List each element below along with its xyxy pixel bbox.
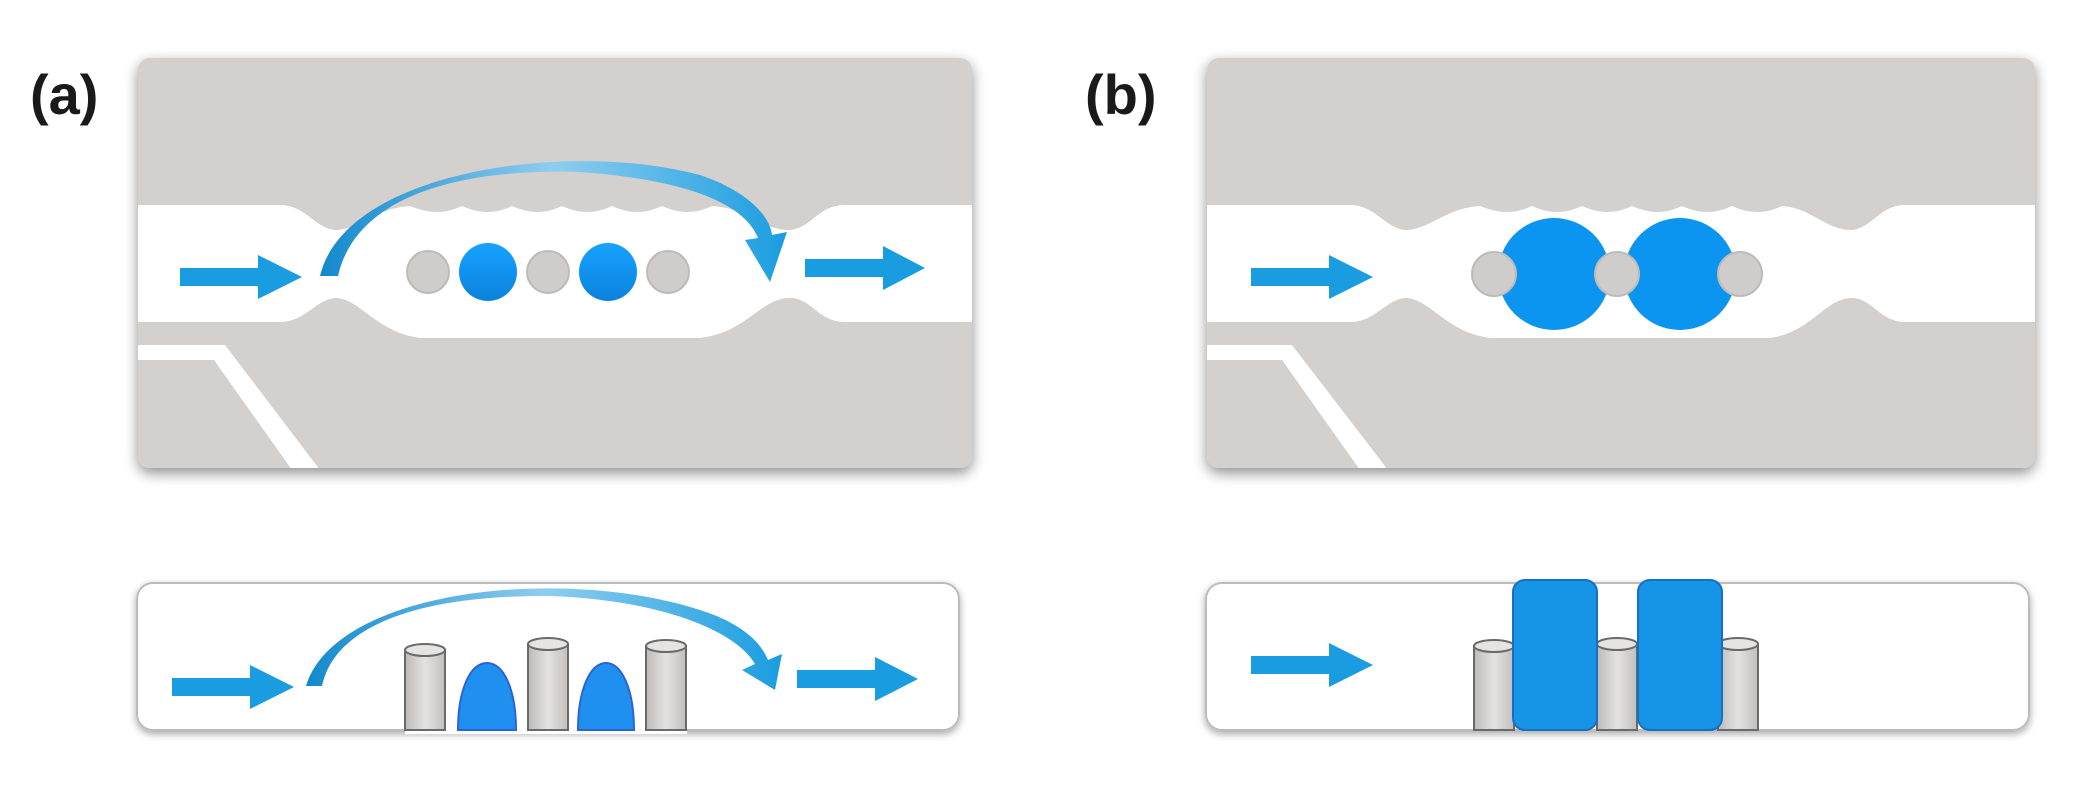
- inlet-flow-arrow-b-side: [1251, 643, 1373, 687]
- droplet-a-side-1: [456, 661, 518, 731]
- post-a-side-1: [404, 643, 446, 731]
- droplet-a-2: [579, 243, 637, 301]
- post-b-2: [1594, 251, 1640, 297]
- outlet-flow-arrow-a: [805, 246, 925, 290]
- post-a-1: [406, 250, 450, 294]
- droplet-a-1: [459, 243, 517, 301]
- panel-a-side-view: [136, 582, 960, 734]
- side-channel-b: [1207, 345, 1388, 468]
- droplet-b-2: [1624, 218, 1736, 330]
- post-a-3: [646, 250, 690, 294]
- post-b-side-1: [1473, 639, 1515, 731]
- post-b-1: [1471, 251, 1517, 297]
- droplet-a-side-2: [576, 661, 636, 731]
- post-a-2: [526, 250, 570, 294]
- panel-b-side-view: [1205, 579, 2030, 731]
- post-a-side-2: [527, 637, 569, 731]
- inlet-flow-arrow-a: [180, 255, 302, 299]
- side-channel-a: [138, 345, 320, 468]
- droplet-b-side-1: [1512, 579, 1598, 731]
- inlet-flow-arrow-a-side: [172, 665, 294, 709]
- droplet-b-side-2: [1637, 579, 1723, 731]
- post-b-3: [1717, 251, 1763, 297]
- post-b-side-2: [1596, 637, 1638, 731]
- droplet-b-1: [1498, 218, 1610, 330]
- post-a-side-3: [645, 639, 687, 731]
- inlet-flow-arrow-b: [1251, 255, 1373, 299]
- panel-label-a: (a): [30, 63, 99, 126]
- panel-label-b: (b): [1085, 63, 1157, 126]
- post-b-side-3: [1717, 637, 1759, 731]
- outlet-flow-arrow-a-side: [797, 657, 918, 701]
- panel-b-top-view: [1207, 58, 2035, 468]
- panel-a-top-view: [138, 58, 972, 468]
